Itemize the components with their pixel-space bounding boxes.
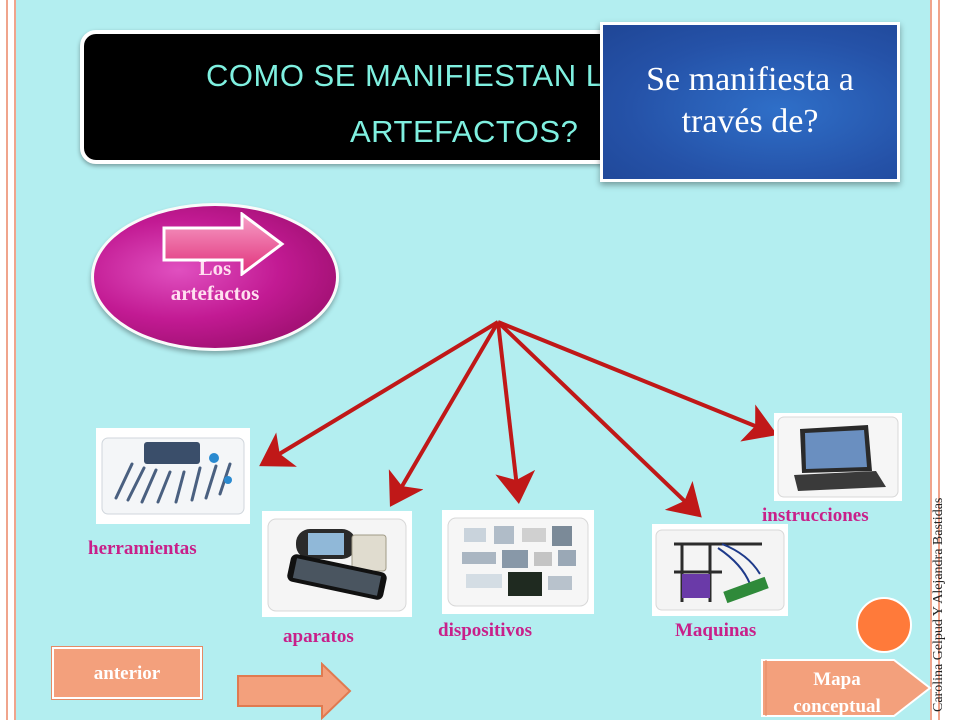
previous-button[interactable]: anterior [52, 647, 202, 699]
arrow-to-maquinas [496, 320, 702, 518]
label-maquinas: Maquinas [675, 620, 757, 641]
concept-map-line-1: Mapa [813, 669, 861, 690]
label-instrucciones: instrucciones [762, 505, 869, 526]
laptop-image [774, 413, 902, 501]
title-banner: COMO SE MANIFIESTAN LOS ARTEFACTOS? [80, 30, 640, 164]
arrow-to-instrucciones [497, 320, 778, 442]
label-herramientas: herramientas [88, 538, 197, 559]
pink-arrow-icon[interactable] [160, 212, 286, 276]
tools-image [96, 428, 250, 524]
concept-map-button[interactable] [760, 656, 932, 720]
machine-image [652, 524, 788, 616]
label-aparatos: aparatos [283, 626, 354, 647]
title-line-2: ARTEFACTOS? [350, 114, 579, 149]
concept-map-label: Mapa conceptual [762, 666, 912, 720]
title-line-1: COMO SE MANIFIESTAN LOS [206, 58, 640, 93]
orange-circle-button[interactable] [856, 597, 912, 653]
central-node-line-2: artefactos [170, 281, 260, 305]
arrow-to-herramientas [259, 320, 500, 467]
question-box: Se manifiesta a través de? [600, 22, 900, 182]
devices-image [442, 510, 594, 614]
right-border [930, 0, 960, 720]
next-arrow-icon[interactable] [236, 662, 354, 720]
concept-map-line-2: conceptual [793, 696, 881, 717]
previous-button-label: anterior [93, 663, 161, 684]
question-text: Se manifiesta a través de? [646, 61, 854, 140]
label-dispositivos: dispositivos [438, 620, 532, 641]
left-border [0, 0, 16, 720]
arrow-to-dispositivos [495, 321, 536, 504]
central-node[interactable]: Los artefactos [91, 203, 339, 351]
arrow-to-aparatos [388, 320, 500, 507]
phones-image [262, 511, 412, 617]
